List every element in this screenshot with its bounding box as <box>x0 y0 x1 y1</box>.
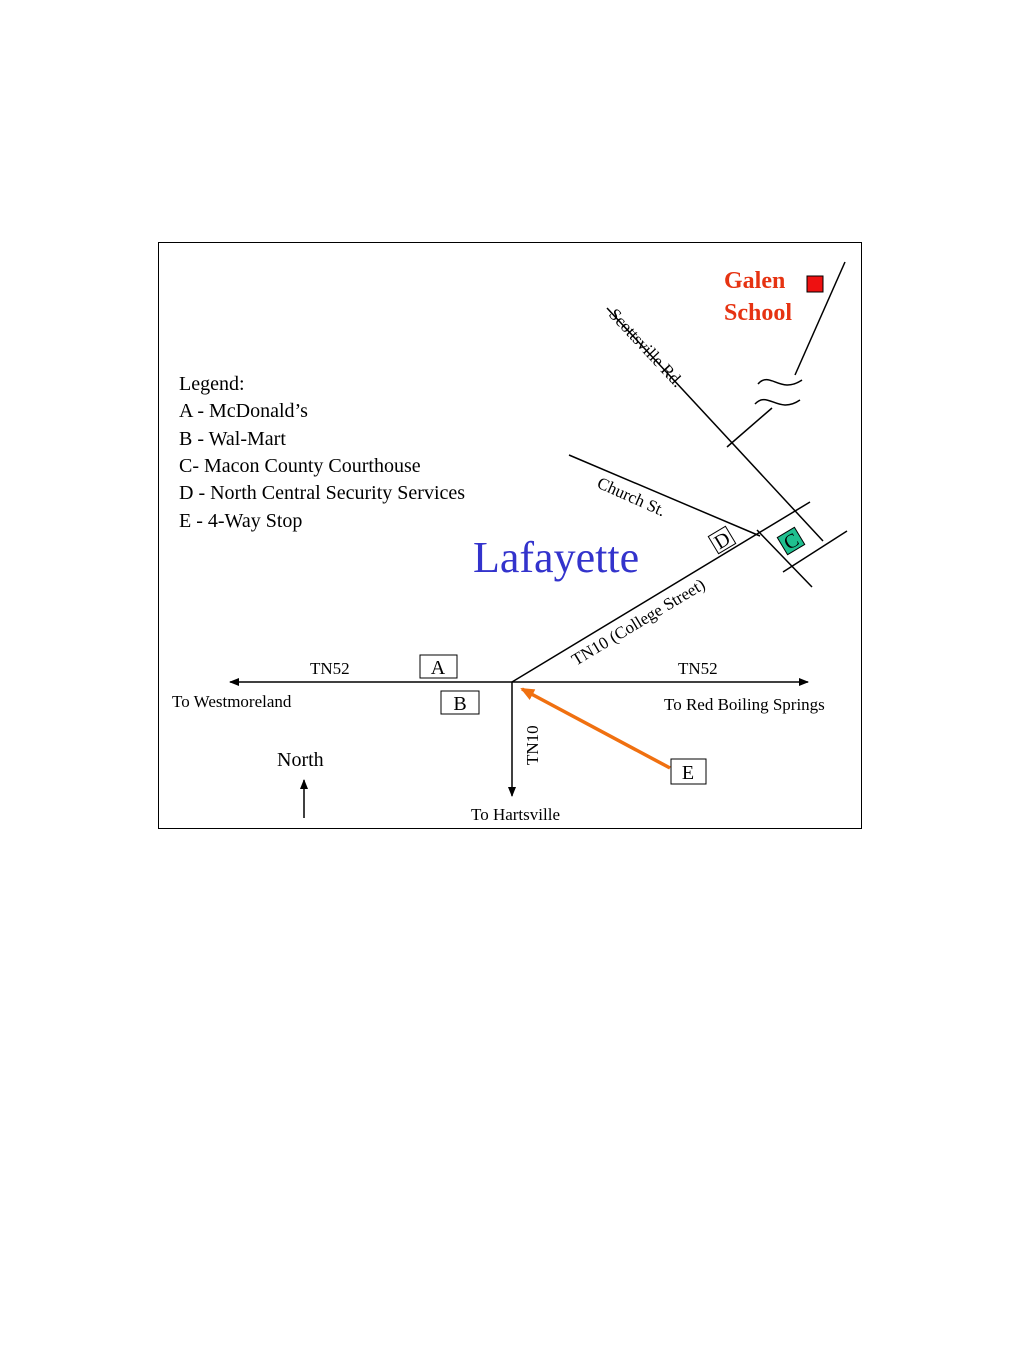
tn10-college-street <box>511 501 811 683</box>
legend-item-b: B - Wal-Mart <box>179 428 286 450</box>
road-to-galen-upper <box>794 261 846 376</box>
marker-d: D <box>707 525 737 555</box>
road-break-mark-upper <box>757 378 803 386</box>
map-frame <box>158 242 862 829</box>
tn10-college-street-label: TN10 (College Street) <box>568 575 708 670</box>
legend-item-a: A - McDonald’s <box>179 400 308 422</box>
legend: Legend: A - McDonald’s B - Wal-Mart C- M… <box>179 373 465 532</box>
legend-item-c: C- Macon County Courthouse <box>179 455 421 477</box>
marker-a-label: A <box>431 657 446 679</box>
church-street <box>568 454 761 537</box>
legend-item-e: E - 4-Way Stop <box>179 510 302 532</box>
road-to-galen-lower <box>726 407 773 448</box>
destination-south: To Hartsville <box>471 805 560 824</box>
north-label: North <box>277 749 324 771</box>
scottsville-road <box>606 307 824 542</box>
marker-a: A <box>419 654 458 679</box>
tn52-east-label: TN52 <box>678 659 718 678</box>
square-street-west <box>756 529 813 588</box>
marker-b: B <box>440 690 480 715</box>
legend-title: Legend: <box>179 373 245 395</box>
marker-e-label: E <box>682 762 694 784</box>
four-way-stop-arrow <box>520 687 671 770</box>
marker-c: C <box>776 526 806 556</box>
tn10-south-label: TN10 <box>523 725 542 765</box>
scottsville-road-label: Scottsville Rd. <box>605 305 687 391</box>
marker-b-label: B <box>453 693 466 715</box>
school-name-line1: Galen <box>724 268 785 294</box>
school-name-line2: School <box>724 300 792 326</box>
town-name: Lafayette <box>473 533 639 582</box>
square-street-south <box>782 530 848 573</box>
destination-east: To Red Boiling Springs <box>664 695 825 714</box>
school-marker <box>806 275 824 293</box>
tn52-west-label: TN52 <box>310 659 350 678</box>
legend-item-d: D - North Central Security Services <box>179 482 465 504</box>
marker-e: E <box>670 758 707 785</box>
road-break-mark-lower <box>754 398 801 406</box>
church-street-label: Church St. <box>594 473 668 520</box>
destination-west: To Westmoreland <box>172 692 292 711</box>
